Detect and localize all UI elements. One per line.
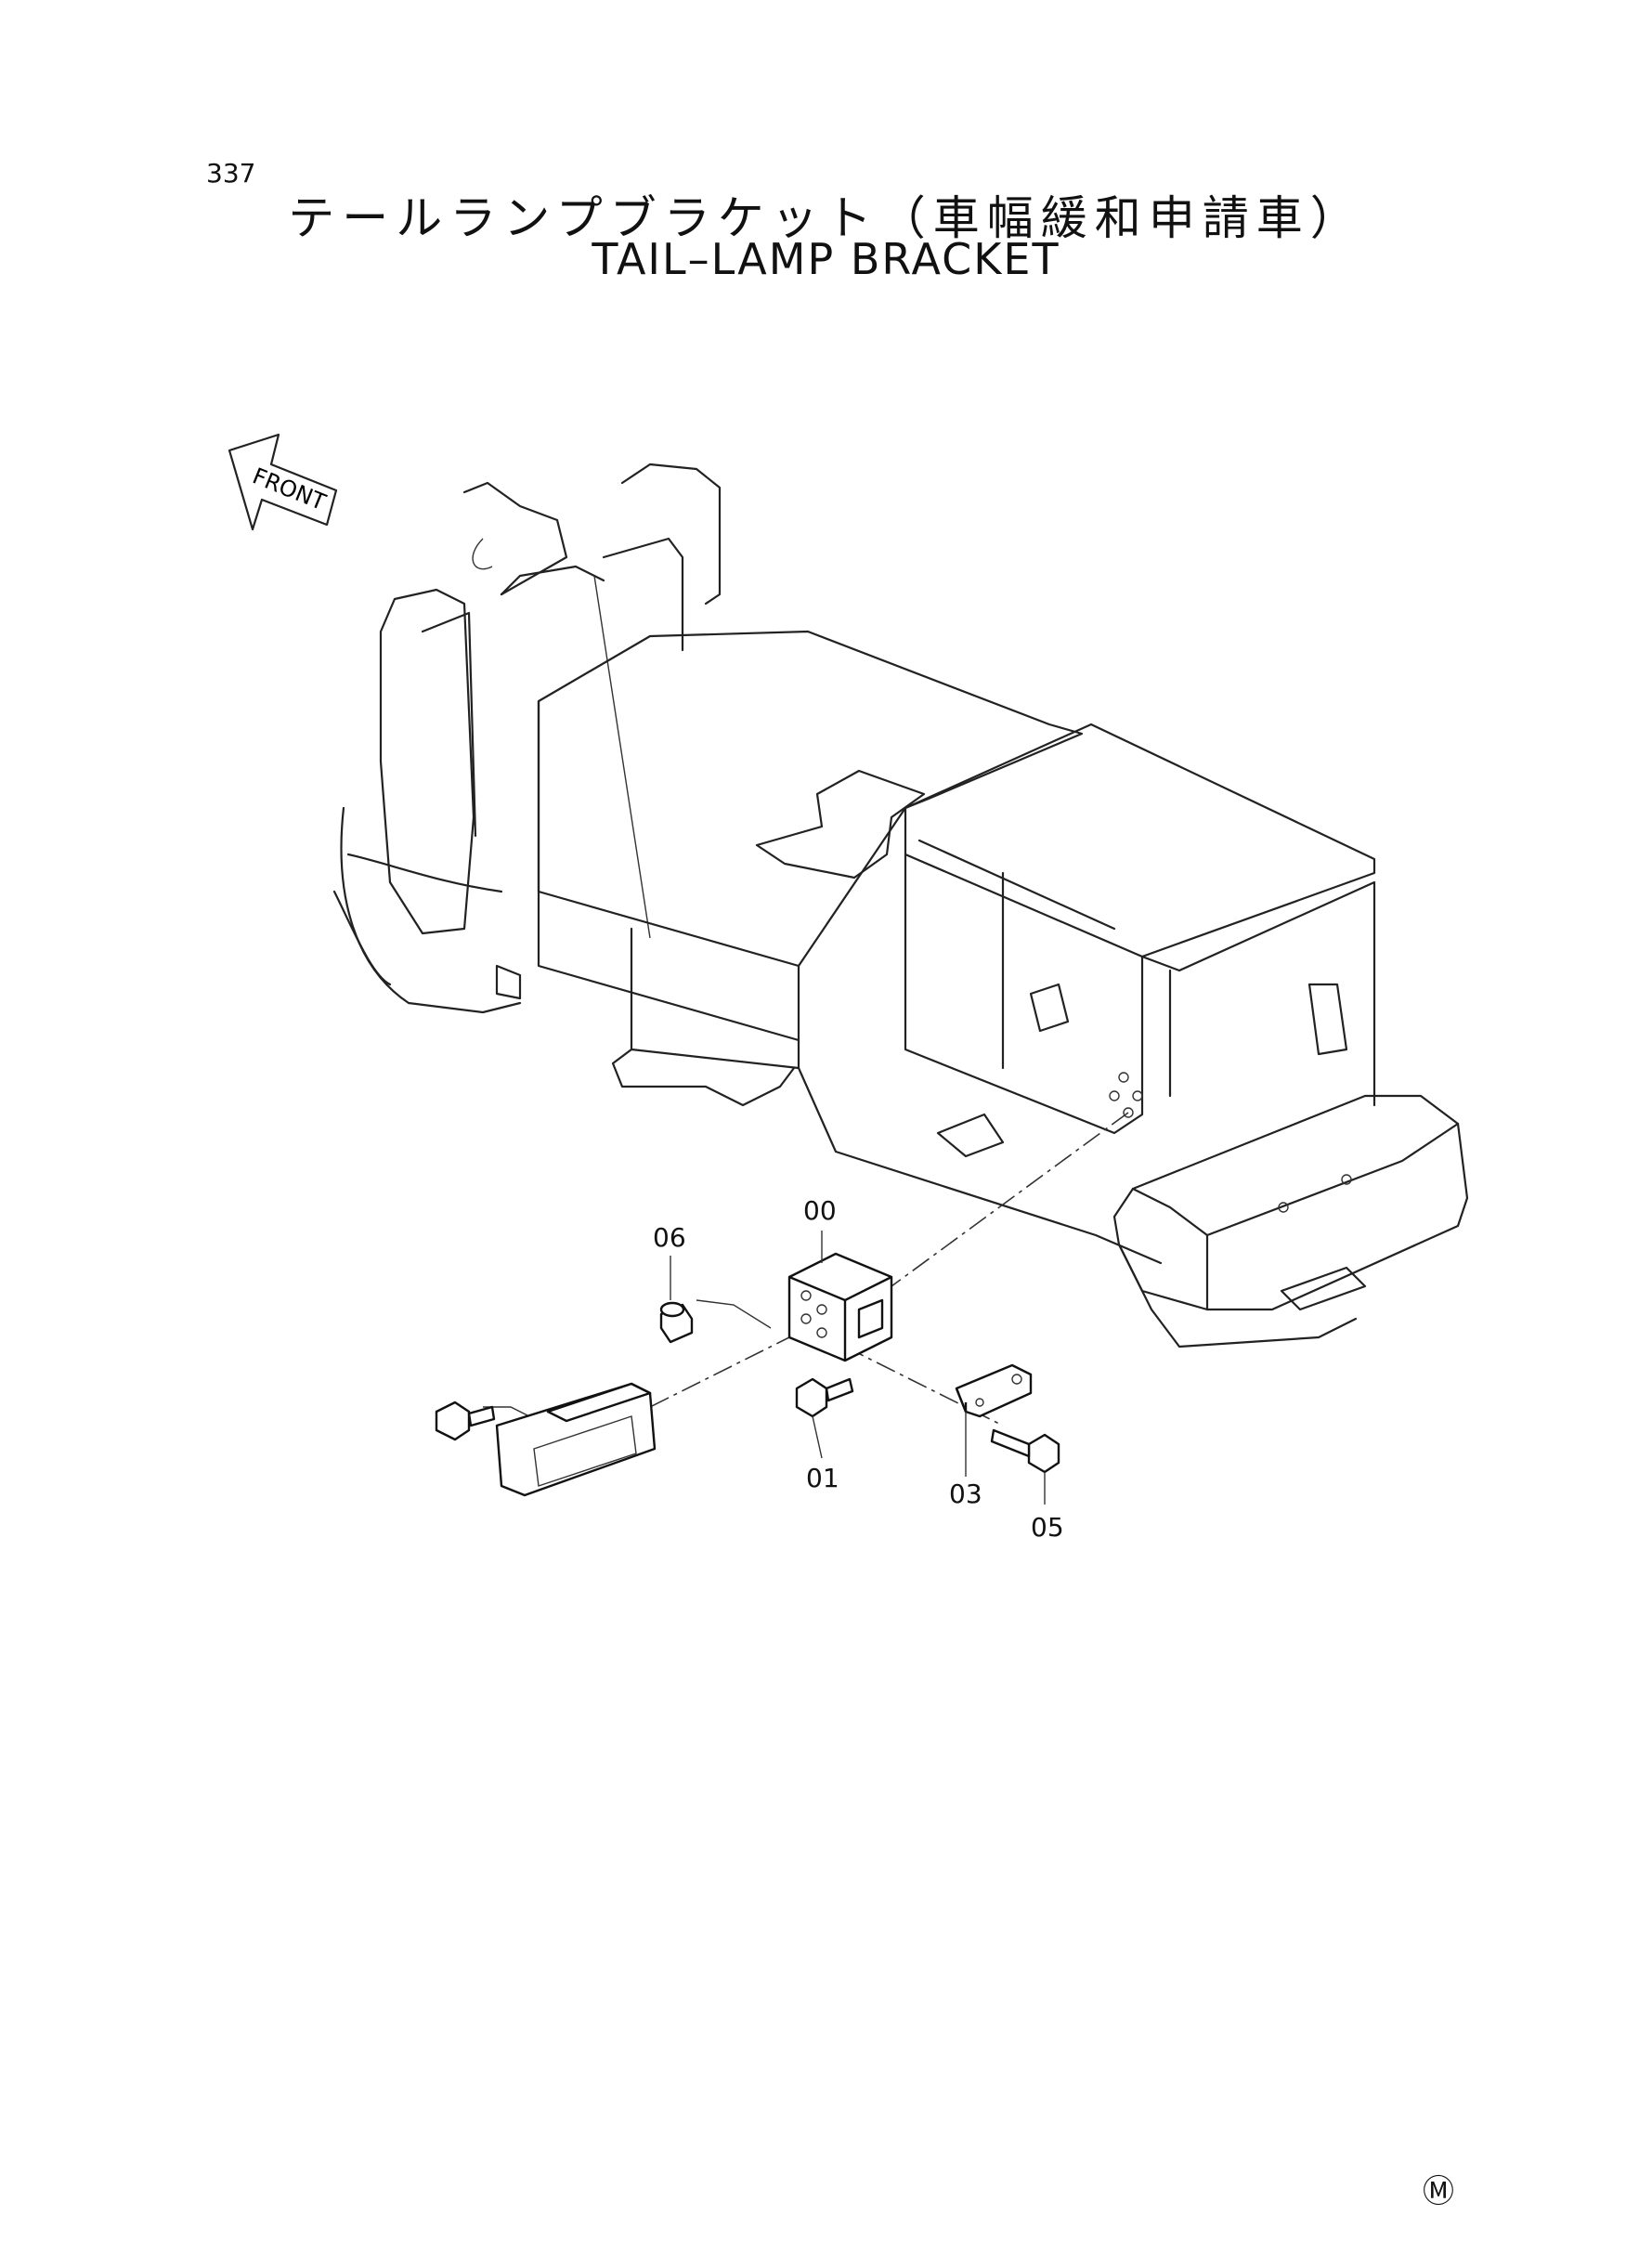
front-arrow-icon: FRONT	[228, 433, 338, 531]
tail-lamp-part	[495, 1382, 657, 1497]
callout-00: 00	[803, 1195, 837, 1226]
bolt-lamp-part	[435, 1401, 496, 1441]
assembly-line-grommet	[696, 1299, 772, 1329]
assembly-line-lamp	[649, 1318, 827, 1408]
bolt-01-part	[795, 1377, 854, 1459]
manual-mark-icon: Ⓜ	[1423, 2173, 1454, 2210]
title-english: TAIL–LAMP BRACKET	[592, 234, 1060, 284]
machine-frame	[332, 463, 1469, 1348]
title-japanese: テールランプブラケット（車幅緩和申請車）	[288, 191, 1364, 245]
grommet-part	[659, 1301, 694, 1344]
bolt-05-part	[990, 1428, 1060, 1505]
page-number: 337	[206, 158, 256, 189]
callout-01: 01	[806, 1463, 839, 1493]
assembly-line-bracket	[891, 1112, 1129, 1287]
callout-06: 06	[653, 1222, 686, 1253]
plate-part	[955, 1363, 1033, 1477]
callout-03: 03	[949, 1479, 982, 1509]
tail-lamp-bracket-part	[787, 1252, 893, 1362]
callout-05: 05	[1031, 1512, 1064, 1543]
